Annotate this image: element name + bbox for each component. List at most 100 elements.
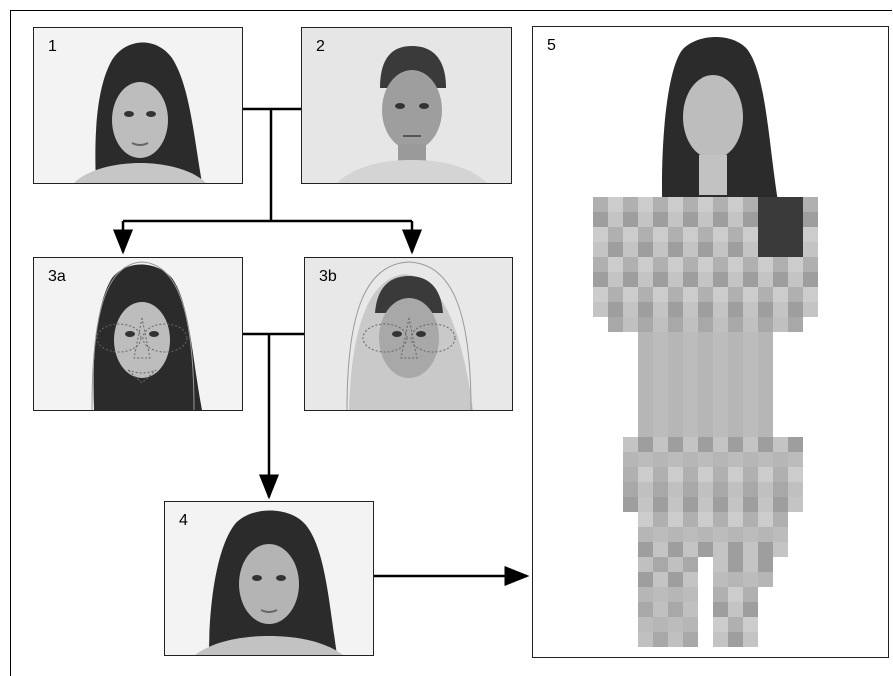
mosaic-cell [788, 497, 803, 512]
mosaic-cell [683, 212, 698, 227]
mosaic-cell [683, 287, 698, 302]
mosaic-cell [758, 227, 773, 242]
mosaic-cell [743, 332, 758, 347]
mosaic-cell [728, 377, 743, 392]
mosaic-cell [653, 272, 668, 287]
mosaic-cell [698, 422, 713, 437]
mosaic-cell [743, 557, 758, 572]
mosaic-cell [743, 527, 758, 542]
mosaic-cell [653, 617, 668, 632]
mosaic-cell [788, 482, 803, 497]
mosaic-cell [713, 542, 728, 557]
mosaic-cell [683, 542, 698, 557]
mosaic-cell [593, 212, 608, 227]
mosaic-cell [653, 452, 668, 467]
mosaic-cell [788, 257, 803, 272]
mosaic-cell [728, 287, 743, 302]
mosaic-cell [788, 437, 803, 452]
mosaic-cell [743, 437, 758, 452]
mosaic-cell [683, 557, 698, 572]
mosaic-cell [743, 227, 758, 242]
panel-3a-label: 3a [48, 268, 66, 285]
mosaic-cell [668, 557, 683, 572]
mosaic-cell [608, 272, 623, 287]
mosaic-cell [653, 587, 668, 602]
mosaic-cell [638, 332, 653, 347]
mosaic-cell [758, 272, 773, 287]
mosaic-cell [683, 257, 698, 272]
mosaic-cell [653, 332, 668, 347]
mosaic-cell [638, 212, 653, 227]
mosaic-cell [638, 287, 653, 302]
mosaic-cell [713, 512, 728, 527]
mosaic-cell [773, 512, 788, 527]
mosaic-cell [653, 482, 668, 497]
mosaic-cell [758, 287, 773, 302]
mosaic-cell [773, 317, 788, 332]
mosaic-cell [713, 242, 728, 257]
mosaic-cell [653, 422, 668, 437]
mosaic-cell [728, 302, 743, 317]
mosaic-cell [758, 482, 773, 497]
mosaic-cell [638, 482, 653, 497]
mosaic-cell [668, 302, 683, 317]
mosaic-cell [653, 347, 668, 362]
mosaic-cell [728, 632, 743, 647]
mosaic-cell [728, 617, 743, 632]
mosaic-cell [668, 512, 683, 527]
merge-connector-1-2 [113, 107, 422, 255]
mosaic-cell [698, 527, 713, 542]
mosaic-cell [698, 242, 713, 257]
mosaic-cell [773, 497, 788, 512]
mosaic-cell [593, 287, 608, 302]
mosaic-cell [638, 512, 653, 527]
mosaic-cell [608, 242, 623, 257]
mosaic-cell [803, 212, 818, 227]
mosaic-cell [668, 287, 683, 302]
mosaic-cell [683, 617, 698, 632]
mosaic-cell [668, 377, 683, 392]
mosaic-cell [623, 302, 638, 317]
mosaic-cell [668, 242, 683, 257]
mosaic-cell [713, 392, 728, 407]
mosaic-cell [623, 227, 638, 242]
mosaic-cell [788, 242, 803, 257]
mosaic-cell [713, 557, 728, 572]
merge-connector-3a-3b [243, 332, 304, 500]
mosaic-cell [653, 497, 668, 512]
panel-2: 2 [301, 27, 512, 184]
mosaic-cell [668, 602, 683, 617]
mosaic-cell [683, 512, 698, 527]
mosaic-cell [728, 542, 743, 557]
mosaic-cell [803, 272, 818, 287]
mosaic-cell [683, 272, 698, 287]
mosaic-cell [758, 422, 773, 437]
mosaic-cell [803, 197, 818, 212]
panel-5-label: 5 [547, 37, 556, 54]
mosaic-cell [698, 497, 713, 512]
mosaic-cell [683, 437, 698, 452]
mosaic-cell [713, 317, 728, 332]
mosaic-cell [743, 302, 758, 317]
mosaic-cell [728, 257, 743, 272]
mosaic-cell [758, 542, 773, 557]
mosaic-cell [638, 617, 653, 632]
mosaic-cell [758, 407, 773, 422]
mosaic-cell [713, 272, 728, 287]
mosaic-cell [713, 197, 728, 212]
mosaic-cell [758, 437, 773, 452]
mosaic-cell [683, 572, 698, 587]
mosaic-cell [728, 317, 743, 332]
mosaic-cell [668, 317, 683, 332]
mosaic-cell [668, 452, 683, 467]
mosaic-cell [713, 587, 728, 602]
landmark-overlay-icon [346, 261, 473, 410]
mosaic-cell [653, 362, 668, 377]
mosaic-cell [653, 197, 668, 212]
mosaic-cell [623, 242, 638, 257]
mosaic-cell [758, 302, 773, 317]
mosaic-cell [653, 437, 668, 452]
mosaic-cell [668, 467, 683, 482]
mosaic-cell [698, 227, 713, 242]
mosaic-cell [743, 362, 758, 377]
